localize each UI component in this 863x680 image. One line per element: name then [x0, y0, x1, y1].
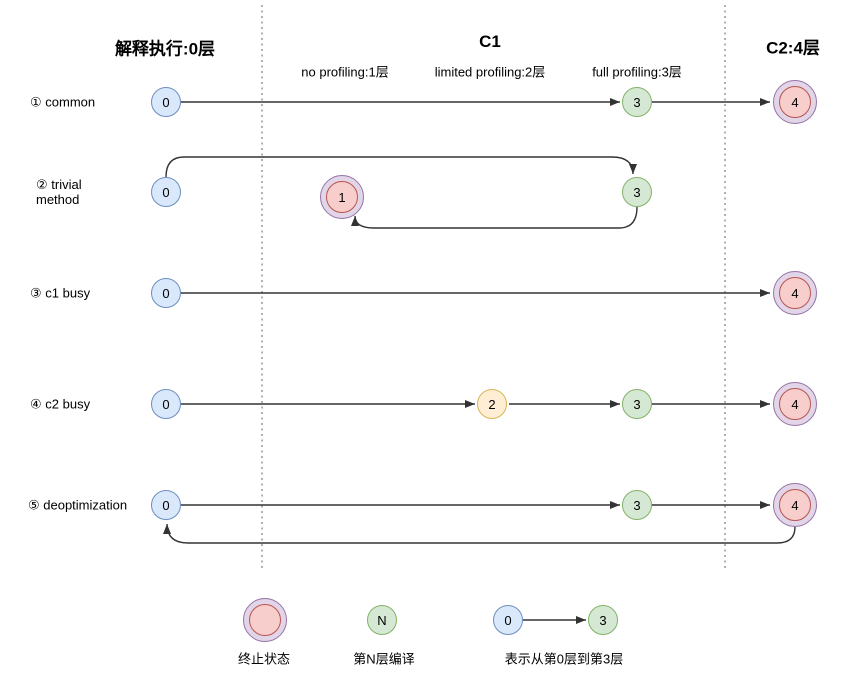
node-value: 4: [791, 94, 799, 110]
header-c1: C1: [479, 32, 501, 51]
row-label-c1-busy: ③ c1 busy: [30, 285, 91, 301]
node-value: 3: [633, 497, 641, 513]
node-value: 3: [633, 396, 641, 412]
subheader-full-profiling: full profiling:3层: [592, 64, 682, 80]
node-row1-level3: 3: [622, 87, 652, 117]
node-row2-level0: 0: [151, 177, 181, 207]
node-value: 3: [599, 612, 607, 628]
row-label-trivial-method: ② trivial method: [36, 177, 82, 207]
terminal-inner: 4: [779, 277, 811, 309]
terminal-inner: 1: [326, 181, 358, 213]
arrow-row2-0-to-3: [165, 156, 637, 178]
legend-compile-node: N: [367, 605, 397, 635]
node-row4-level0: 0: [151, 389, 181, 419]
node-row4-level3: 3: [622, 389, 652, 419]
node-row5-level3: 3: [622, 490, 652, 520]
arrow-row2-3-to-1: [351, 206, 638, 229]
node-value: 0: [162, 396, 170, 412]
node-value: 0: [162, 184, 170, 200]
header-interpreter: 解释执行:0层: [114, 39, 216, 59]
node-value: 4: [791, 497, 799, 513]
legend-arrow-label: 表示从第0层到第3层: [504, 651, 624, 667]
node-value: 0: [162, 497, 170, 513]
terminal-inner: 4: [779, 86, 811, 118]
node-row1-level0: 0: [151, 87, 181, 117]
node-value: 0: [504, 612, 512, 628]
node-value: 4: [791, 396, 799, 412]
node-value: 0: [162, 94, 170, 110]
header-c2: C2:4层: [766, 38, 820, 58]
node-value: N: [377, 612, 387, 628]
subheader-no-profiling: no profiling:1层: [301, 64, 389, 80]
legend-arrow-to-node: 3: [588, 605, 618, 635]
terminal-inner: 4: [779, 489, 811, 521]
node-row3-level0: 0: [151, 278, 181, 308]
terminal-inner: [249, 604, 281, 636]
row-label-common: ① common: [30, 94, 96, 110]
node-value: 3: [633, 94, 641, 110]
node-row4-level2: 2: [477, 389, 507, 419]
legend-arrow-from-node: 0: [493, 605, 523, 635]
row-label-c2-busy: ④ c2 busy: [30, 396, 91, 412]
arrow-row5-4-to-0: [163, 523, 796, 544]
row-label-deoptimization: ⑤ deoptimization: [28, 497, 128, 513]
legend-terminal-label: 终止状态: [237, 651, 291, 667]
terminal-row1-level4: 4: [773, 80, 817, 124]
node-value: 0: [162, 285, 170, 301]
node-value: 1: [338, 189, 346, 205]
terminal-row2-level1: 1: [320, 175, 364, 219]
node-value: 3: [633, 184, 641, 200]
node-value: 4: [791, 285, 799, 301]
terminal-row3-level4: 4: [773, 271, 817, 315]
node-row5-level0: 0: [151, 490, 181, 520]
terminal-row4-level4: 4: [773, 382, 817, 426]
legend-compile-label: 第N层编译: [353, 651, 415, 667]
subheader-limited-profiling: limited profiling:2层: [434, 64, 546, 80]
node-value: 2: [488, 396, 496, 412]
terminal-inner: 4: [779, 388, 811, 420]
node-row2-level3: 3: [622, 177, 652, 207]
legend-terminal-node: [243, 598, 287, 642]
terminal-row5-level4: 4: [773, 483, 817, 527]
